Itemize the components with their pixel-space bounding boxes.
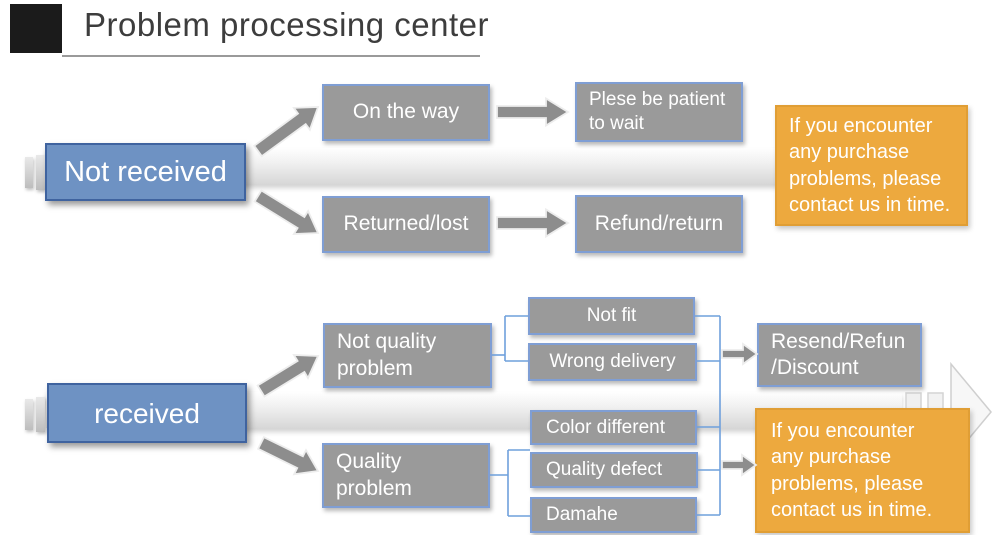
step-box-returned-lost: Returned/lost: [322, 196, 490, 253]
step-arrow-returned-lost: [496, 207, 570, 239]
case-box-color-different: Color different: [530, 410, 697, 445]
case-box-not-fit: Not fit: [528, 297, 695, 335]
branch-arrow-up-2: [256, 354, 320, 398]
ribbon-stripe: [25, 157, 33, 188]
ribbon-stripe: [36, 397, 45, 432]
outcome-box-resend-refund-discount: Resend/Refun /Discount: [757, 323, 922, 387]
case-box-quality-defect: Quality defect: [530, 452, 698, 488]
branch-arrow-down-2: [256, 435, 320, 476]
ribbon-stripe: [36, 155, 45, 190]
step-box-quality-problem: Quality problem: [322, 443, 490, 508]
outcome-box-be-patient: Plese be patient to wait: [575, 82, 743, 142]
source-box-not-received: Not received: [45, 143, 246, 201]
branch-arrow-down-1: [253, 189, 320, 235]
page-title: Problem processing center: [84, 6, 490, 43]
note-box-contact-us-bottom: If you encounter any purchase problems, …: [755, 408, 970, 533]
result-arrow-resend: [721, 342, 759, 366]
case-box-damahe: Damahe: [530, 497, 697, 533]
step-box-on-the-way: On the way: [322, 84, 490, 141]
case-box-wrong-delivery: Wrong delivery: [528, 343, 697, 381]
ribbon-stripe: [25, 399, 33, 430]
step-arrow-on-the-way: [496, 96, 570, 128]
title-accent-square: [10, 4, 62, 53]
outcome-box-refund-return: Refund/return: [575, 195, 743, 253]
result-arrow-note: [721, 453, 758, 477]
source-box-received: received: [47, 383, 247, 443]
step-box-not-quality-problem: Not quality problem: [323, 323, 492, 388]
title-underline: [62, 55, 480, 57]
note-box-contact-us-top: If you encounter any purchase problems, …: [775, 105, 968, 226]
